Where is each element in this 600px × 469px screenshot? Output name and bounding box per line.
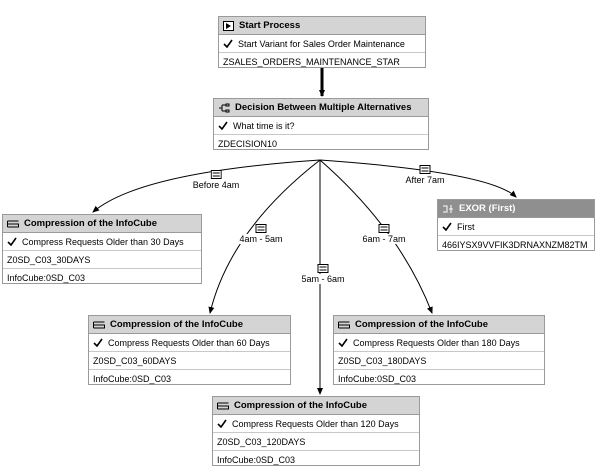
checkmark-icon	[442, 222, 452, 231]
compression-variant: Z0SD_C03_180DAYS	[338, 355, 427, 366]
compression-node-120days[interactable]: Compression of the InfoCube Compress Req…	[212, 396, 420, 466]
start-process-header[interactable]: Start Process	[219, 17, 425, 35]
compression-variant-row: Z0SD_C03_60DAYS	[89, 352, 290, 370]
condition-icon	[210, 170, 222, 179]
edge-label-before-4am[interactable]: Before 4am	[191, 170, 241, 190]
compression-variant-row: Z0SD_C03_30DAYS	[3, 251, 201, 269]
edge-label-text: 5am - 6am	[300, 274, 346, 284]
edge-label-after-7am[interactable]: After 7am	[404, 165, 446, 185]
edge-label-6am-7am[interactable]: 6am - 7am	[361, 224, 407, 244]
compression-title: Compression of the InfoCube	[110, 319, 243, 330]
compression-text-row: Compress Requests Older than 120 Days	[213, 415, 419, 433]
edge-label-text: Before 4am	[191, 180, 241, 190]
compression-title: Compression of the InfoCube	[234, 400, 367, 411]
compression-node-30days[interactable]: Compression of the InfoCube Compress Req…	[2, 214, 202, 284]
edge-before-4am	[92, 159, 321, 213]
edge-after-7am	[319, 159, 517, 198]
infocube-compression-icon	[217, 401, 229, 410]
compression-infocube-row: InfoCube:0SD_C03	[3, 269, 201, 286]
compression-text: Compress Requests Older than 120 Days	[232, 418, 399, 429]
exor-title: EXOR (First)	[459, 203, 516, 214]
compression-variant: Z0SD_C03_60DAYS	[93, 355, 177, 366]
decision-question: What time is it?	[233, 120, 295, 131]
compression-infocube-row: InfoCube:0SD_C03	[334, 370, 544, 387]
compression-variant-row: Z0SD_C03_120DAYS	[213, 433, 419, 451]
compression-text-row: Compress Requests Older than 30 Days	[3, 233, 201, 251]
compression-infocube: InfoCube:0SD_C03	[338, 373, 417, 384]
compression-header[interactable]: Compression of the InfoCube	[213, 397, 419, 415]
start-process-icon	[223, 20, 234, 31]
checkmark-icon	[218, 121, 228, 130]
compression-node-60days[interactable]: Compression of the InfoCube Compress Req…	[88, 315, 291, 385]
compression-infocube: InfoCube:0SD_C03	[217, 454, 296, 465]
compression-infocube: InfoCube:0SD_C03	[7, 272, 86, 283]
edge-label-text: 6am - 7am	[361, 234, 407, 244]
checkmark-icon	[217, 419, 227, 428]
compression-title: Compression of the InfoCube	[355, 319, 488, 330]
compression-text-row: Compress Requests Older than 60 Days	[89, 334, 290, 352]
compression-variant: Z0SD_C03_120DAYS	[217, 436, 306, 447]
exor-id-row: 466IYSX9VVFIK3DRNAXNZM82TM	[438, 236, 594, 253]
compression-text: Compress Requests Older than 60 Days	[108, 337, 270, 348]
compression-node-180days[interactable]: Compression of the InfoCube Compress Req…	[333, 315, 545, 385]
start-process-node[interactable]: Start Process Start Variant for Sales Or…	[218, 16, 426, 68]
condition-icon	[255, 224, 267, 233]
decision-title: Decision Between Multiple Alternatives	[235, 102, 412, 113]
exor-node[interactable]: EXOR (First) First 466IYSX9VVFIK3DRNAXNZ…	[437, 199, 595, 251]
decision-icon	[218, 103, 230, 113]
checkmark-icon	[7, 237, 17, 246]
infocube-compression-icon	[7, 219, 19, 228]
start-process-variant-row: Start Variant for Sales Order Maintenanc…	[219, 35, 425, 53]
checkmark-icon	[338, 338, 348, 347]
compression-header[interactable]: Compression of the InfoCube	[89, 316, 290, 334]
condition-icon	[378, 224, 390, 233]
compression-text: Compress Requests Older than 30 Days	[22, 236, 184, 247]
checkmark-icon	[93, 338, 103, 347]
start-process-variant-id: ZSALES_ORDERS_MAINTENANCE_STAR	[223, 56, 400, 67]
edge-label-4am-5am[interactable]: 4am - 5am	[238, 224, 284, 244]
edge-6am-7am	[319, 159, 433, 314]
compression-text-row: Compress Requests Older than 180 Days	[334, 334, 544, 352]
edge-label-text: 4am - 5am	[238, 234, 284, 244]
start-process-variant-text: Start Variant for Sales Order Maintenanc…	[238, 38, 405, 49]
compression-title: Compression of the InfoCube	[24, 218, 157, 229]
compression-infocube-row: InfoCube:0SD_C03	[213, 451, 419, 468]
compression-infocube-row: InfoCube:0SD_C03	[89, 370, 290, 387]
checkmark-icon	[223, 39, 233, 48]
exor-text: First	[457, 221, 475, 232]
compression-header[interactable]: Compression of the InfoCube	[334, 316, 544, 334]
compression-text: Compress Requests Older than 180 Days	[353, 337, 520, 348]
start-process-title: Start Process	[239, 20, 301, 31]
start-process-id-row: ZSALES_ORDERS_MAINTENANCE_STAR	[219, 53, 425, 70]
exor-text-row: First	[438, 218, 594, 236]
compression-variant-row: Z0SD_C03_180DAYS	[334, 352, 544, 370]
decision-question-row: What time is it?	[214, 117, 428, 135]
decision-node[interactable]: Decision Between Multiple Alternatives W…	[213, 98, 429, 150]
infocube-compression-icon	[338, 320, 350, 329]
compression-infocube: InfoCube:0SD_C03	[93, 373, 172, 384]
decision-id-row: ZDECISION10	[214, 135, 428, 152]
compression-header[interactable]: Compression of the InfoCube	[3, 215, 201, 233]
edge-4am-5am	[208, 159, 321, 314]
exor-icon	[442, 204, 454, 214]
edge-label-text: After 7am	[404, 175, 446, 185]
decision-variant-id: ZDECISION10	[218, 138, 278, 149]
infocube-compression-icon	[93, 320, 105, 329]
decision-header[interactable]: Decision Between Multiple Alternatives	[214, 99, 428, 117]
condition-icon	[317, 264, 329, 273]
edge-label-5am-6am[interactable]: 5am - 6am	[300, 264, 346, 284]
condition-icon	[419, 165, 431, 174]
compression-variant: Z0SD_C03_30DAYS	[7, 254, 91, 265]
exor-header[interactable]: EXOR (First)	[438, 200, 594, 218]
exor-id: 466IYSX9VVFIK3DRNAXNZM82TM	[442, 239, 588, 250]
